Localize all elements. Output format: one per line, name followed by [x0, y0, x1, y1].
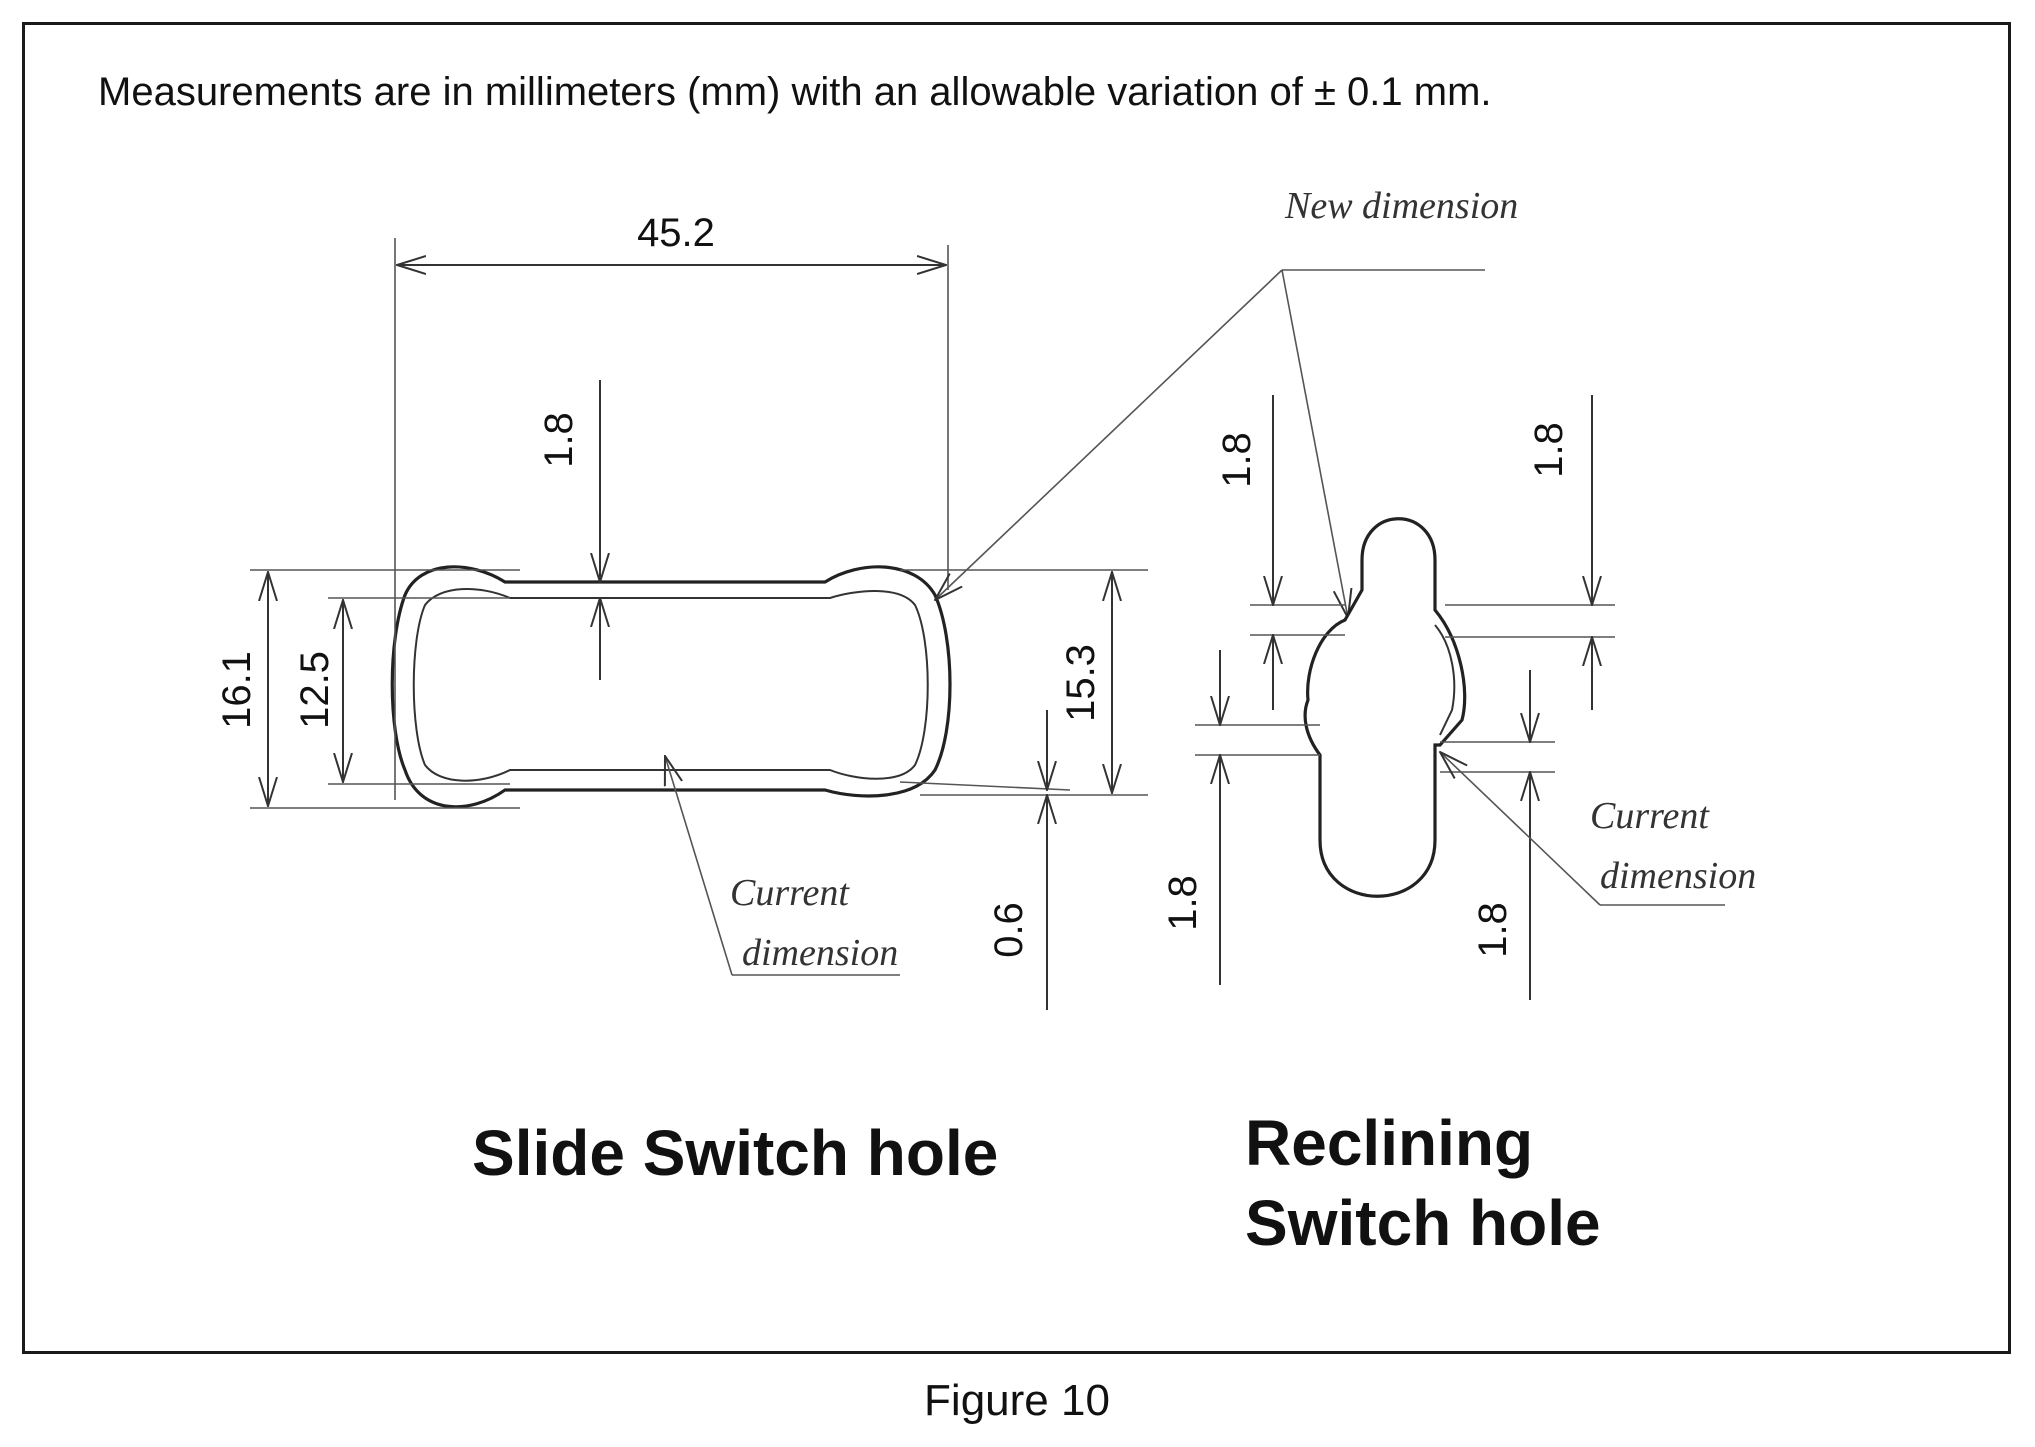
reclining-lower-left-label: 1.8 [1161, 875, 1205, 931]
reclining-title-line2: Switch hole [1245, 1187, 1601, 1259]
slide-width-label: 45.2 [637, 211, 715, 255]
reclining-upper-left-label: 1.8 [1215, 432, 1259, 488]
slide-switch-title: Slide Switch hole [472, 1117, 998, 1189]
slide-inner-height-label: 12.5 [293, 651, 337, 729]
reclining-switch-drawing: 1.8 1.8 1.8 1.8 Current dimension [1161, 395, 1756, 1000]
figure-frame [22, 22, 2011, 1354]
reclining-current-note-line2: dimension [1600, 855, 1756, 897]
new-dimension-leader: New dimension [935, 185, 1518, 618]
slide-inset-label: 1.8 [537, 412, 581, 468]
reclining-lower-right-label: 1.8 [1471, 902, 1515, 958]
slide-inner-outline [412, 588, 929, 782]
figure-caption: Figure 10 [924, 1376, 1110, 1425]
reclining-current-note-line1: Current [1590, 795, 1710, 837]
intro-text: Measurements are in millimeters (mm) wit… [98, 70, 1492, 114]
slide-switch-drawing: 45.2 1.8 16.1 12.5 15.3 0.6 Current dime… [215, 211, 1148, 1010]
reclining-inner-edge [1434, 624, 1456, 736]
new-dimension-note: New dimension [1284, 185, 1518, 227]
slide-right-height-label: 15.3 [1059, 644, 1103, 722]
slide-current-note-line1: Current [730, 872, 850, 914]
reclining-upper-right-label: 1.8 [1527, 422, 1571, 478]
slide-current-note-line2: dimension [742, 932, 898, 974]
slide-offset-label: 0.6 [987, 902, 1031, 958]
slide-outer-height-label: 16.1 [215, 651, 259, 729]
reclining-outline [1303, 517, 1467, 898]
reclining-title-line1: Reclining [1245, 1107, 1533, 1179]
